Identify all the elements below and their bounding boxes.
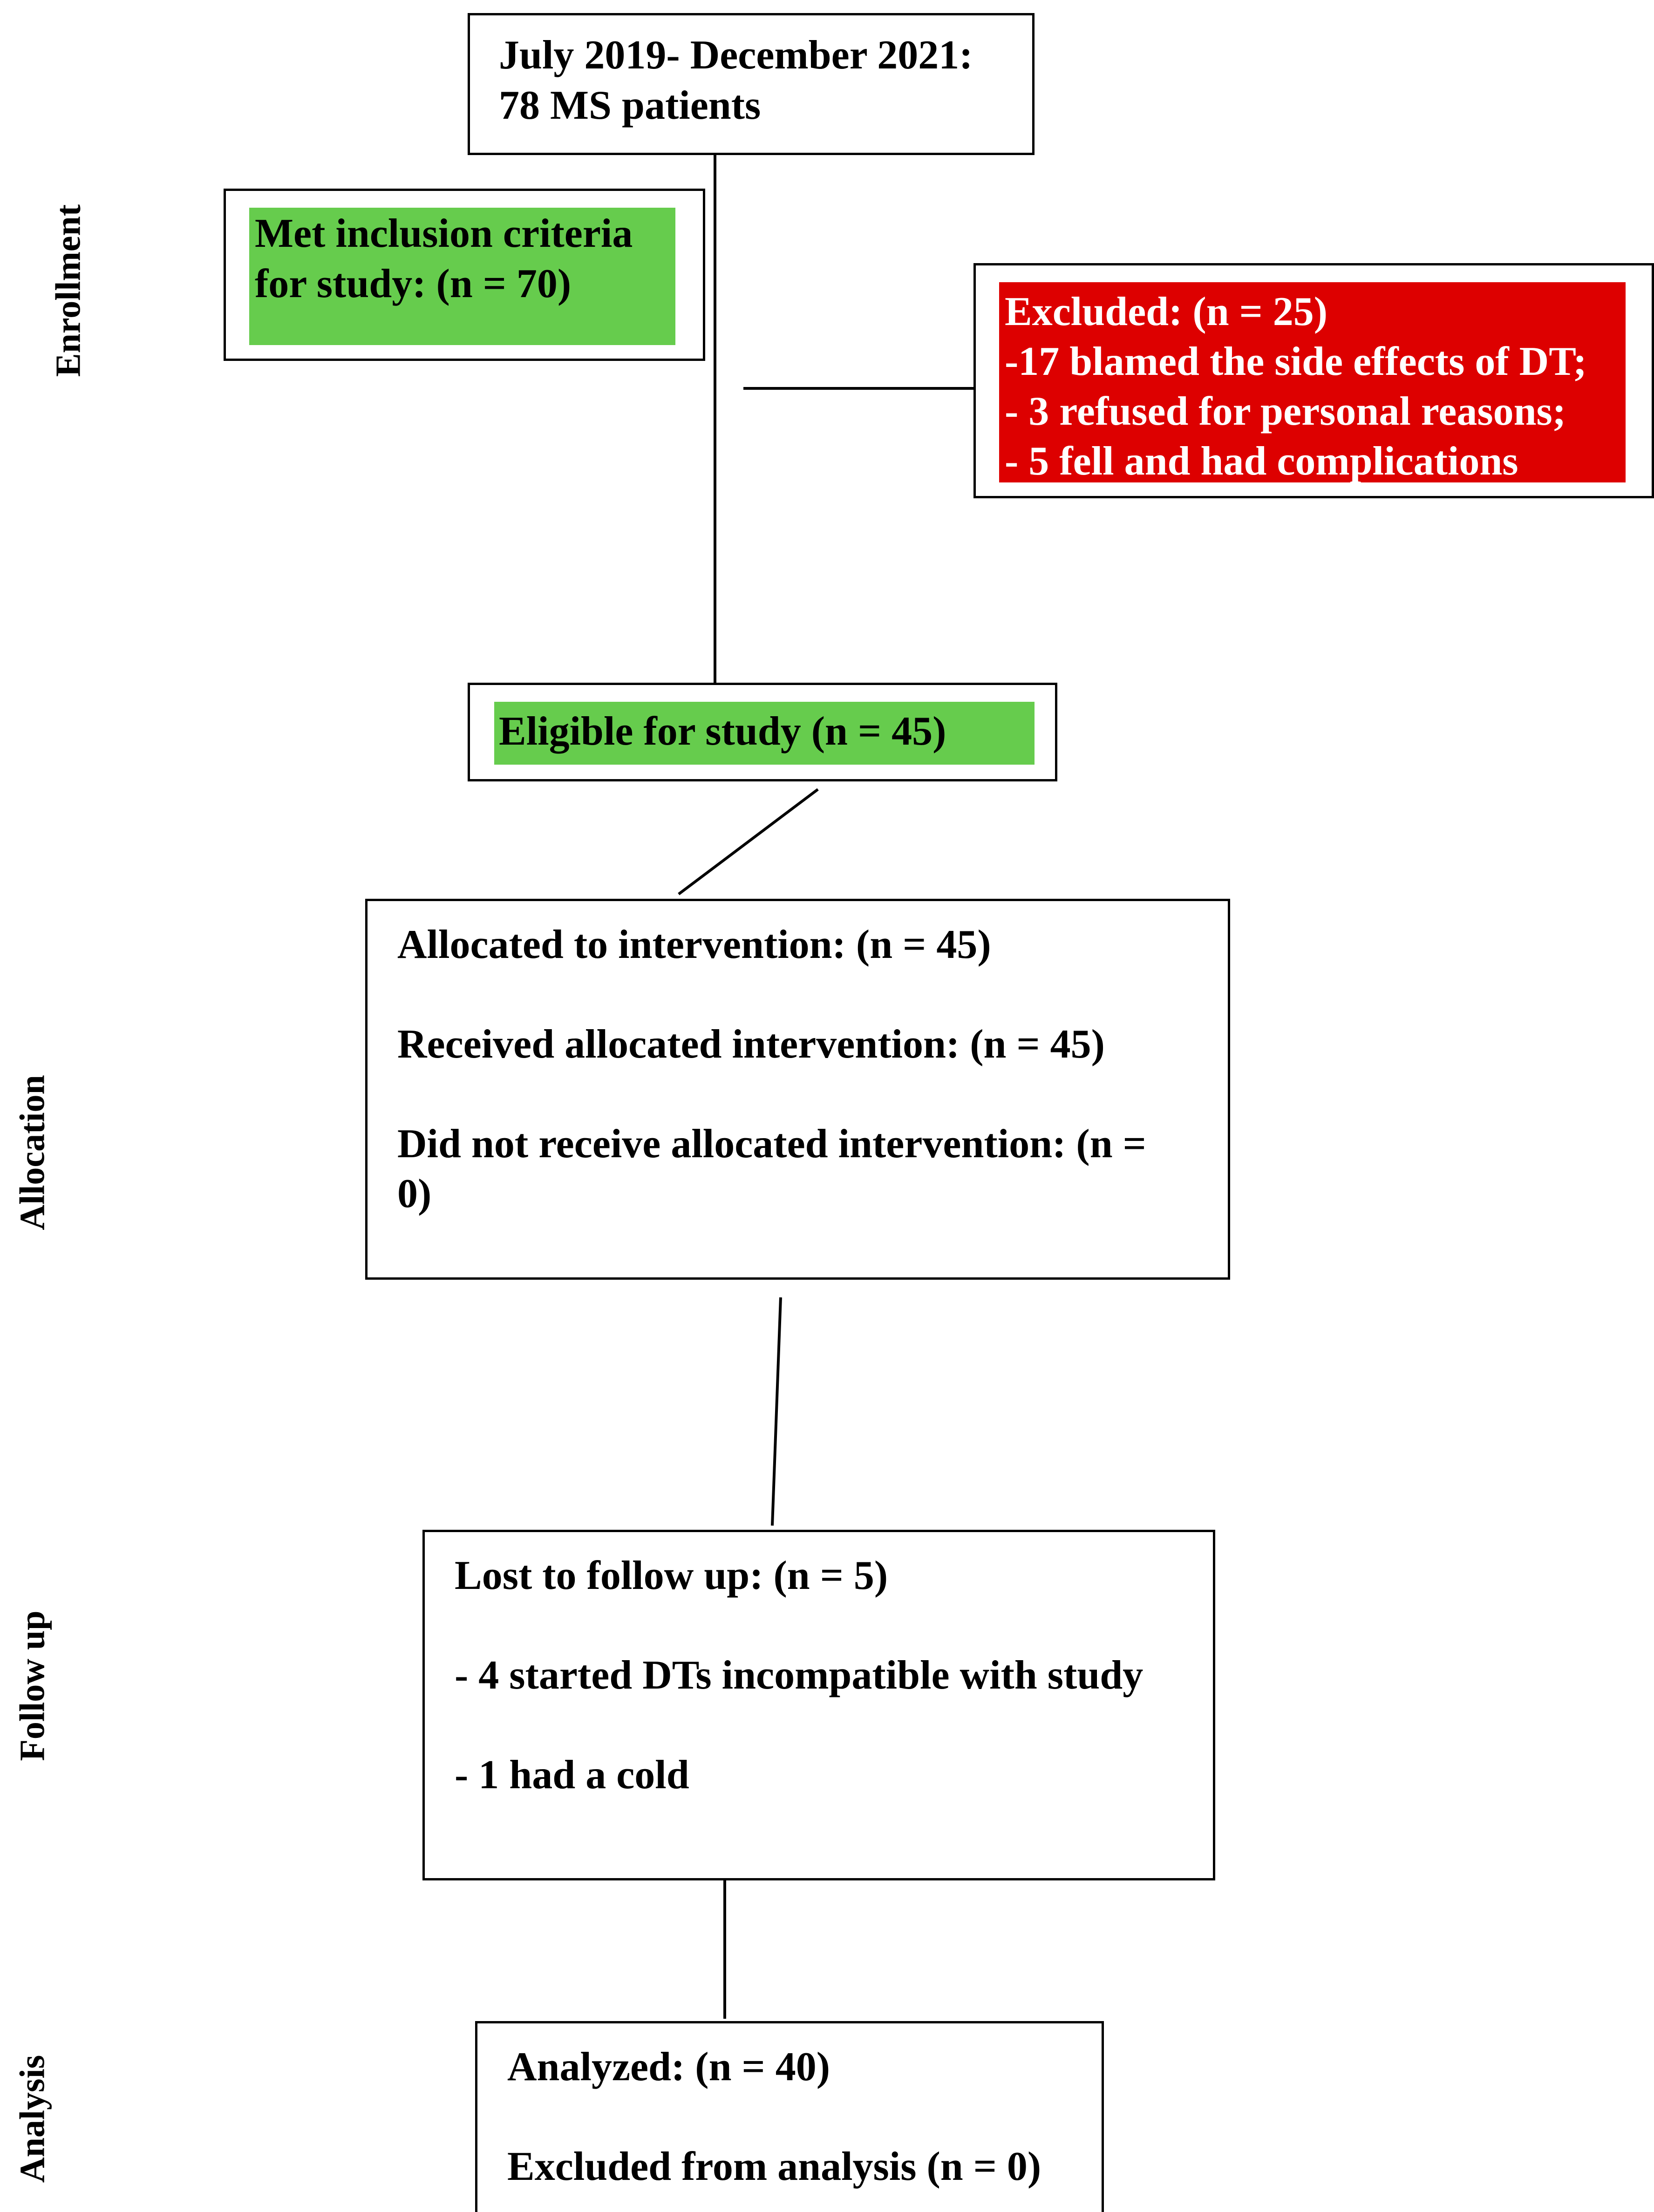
excluded-highlight	[999, 282, 1626, 482]
excluded-line-4: - 5 fell and had complications	[1005, 439, 1518, 484]
inclusion-line-2: for study: (n = 70)	[255, 261, 572, 306]
excluded-box: Excluded: (n = 25) -17 blamed the side e…	[973, 263, 1654, 498]
allocation-line-3: Did not receive allocated intervention: …	[397, 1121, 1146, 1167]
allocation-line-1: Allocated to intervention: (n = 45)	[397, 922, 991, 967]
start-date-range: July 2019- December 2021:	[499, 33, 973, 78]
start-box: July 2019- December 2021: 78 MS patients	[468, 13, 1035, 155]
phase-label-follow-up: Follow up	[13, 1610, 52, 1761]
start-patient-count: 78 MS patients	[499, 83, 761, 128]
excluded-line-2: -17 blamed the side effects of DT;	[1005, 339, 1587, 384]
analysis-line-1: Analyzed: (n = 40)	[507, 2044, 830, 2090]
allocation-line-4: 0)	[397, 1171, 432, 1216]
follow-up-line-2: - 4 started DTs incompatible with study	[455, 1653, 1144, 1698]
excluded-line-3: - 3 refused for personal reasons;	[1005, 389, 1566, 434]
inclusion-line-1: Met inclusion criteria	[255, 211, 633, 256]
connector-eligible-to-allocation	[678, 788, 819, 896]
phase-label-enrollment: Enrollment	[48, 204, 88, 377]
allocation-line-2: Received allocated intervention: (n = 45…	[397, 1022, 1105, 1067]
phase-label-analysis: Analysis	[13, 2055, 52, 2183]
analysis-line-2: Excluded from analysis (n = 0)	[507, 2144, 1041, 2189]
inclusion-highlight	[249, 208, 675, 345]
connector-allocation-to-followup	[771, 1297, 782, 1526]
analysis-box: Analyzed: (n = 40) Excluded from analysi…	[475, 2021, 1104, 2212]
follow-up-box: Lost to follow up: (n = 5) - 4 started D…	[422, 1530, 1215, 1880]
follow-up-line-3: - 1 had a cold	[455, 1752, 689, 1798]
phase-label-allocation: Allocation	[13, 1075, 52, 1230]
eligible-box: Eligible for study (n = 45)	[468, 683, 1057, 781]
allocation-box: Allocated to intervention: (n = 45) Rece…	[365, 899, 1230, 1280]
follow-up-line-1: Lost to follow up: (n = 5)	[455, 1553, 888, 1598]
inclusion-box: Met inclusion criteria for study: (n = 7…	[224, 189, 705, 361]
excluded-line-1: Excluded: (n = 25)	[1005, 289, 1328, 334]
eligible-highlight	[494, 702, 1035, 765]
eligible-label: Eligible for study (n = 45)	[499, 709, 946, 754]
